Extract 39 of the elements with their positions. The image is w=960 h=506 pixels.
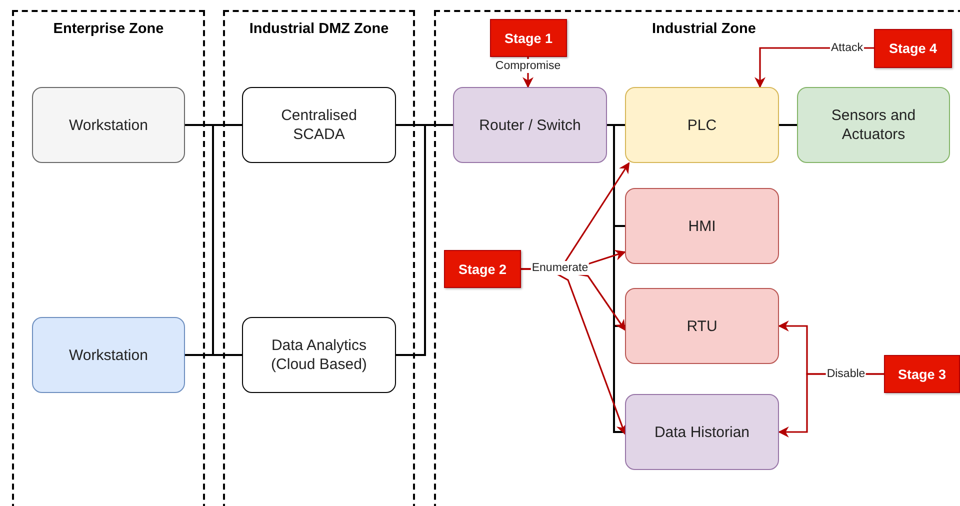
network-link (607, 124, 625, 433)
node-label: HMI (688, 216, 716, 236)
zone-title: Industrial DMZ Zone (249, 21, 389, 37)
zone-title: Enterprise Zone (53, 21, 164, 37)
device-box (32, 317, 185, 393)
node-label: Data Historian (654, 422, 750, 442)
zone-boundary (434, 10, 960, 506)
device-box (32, 87, 185, 163)
node-label: Sensors and Actuators (830, 106, 917, 144)
stage-label: Stage 2 (458, 262, 507, 276)
stage-tag (884, 355, 960, 393)
stage-label: Stage 3 (898, 366, 946, 382)
network-link (779, 124, 797, 126)
device-box (453, 87, 607, 163)
stage-label: Stage 4 (888, 41, 938, 56)
node-label: Workstation (69, 116, 148, 134)
zone-title: Industrial Zone (652, 21, 756, 37)
device-box (242, 87, 396, 163)
device-box (625, 288, 779, 364)
network-link (396, 124, 453, 356)
node-label: Workstation (69, 346, 148, 364)
node-label: Centralised SCADA (280, 106, 358, 144)
device-box (625, 87, 779, 163)
node-label: Data Analytics (Cloud Based) (270, 336, 368, 374)
node-label: PLC (687, 116, 717, 134)
stage-tag (490, 19, 567, 57)
stage-tag (444, 250, 521, 288)
stage-label: Stage 1 (504, 30, 553, 46)
node-label: RTU (686, 316, 718, 336)
zone-boundary (12, 10, 205, 506)
device-box (242, 317, 396, 393)
edge-label: Compromise (494, 59, 562, 73)
device-box (797, 87, 950, 163)
device-box (625, 394, 779, 470)
edge-label: Enumerate (530, 261, 590, 275)
node-label: Router / Switch (479, 116, 581, 134)
device-box (625, 188, 779, 264)
stage-tag (874, 29, 952, 68)
zone-boundary (223, 10, 415, 506)
